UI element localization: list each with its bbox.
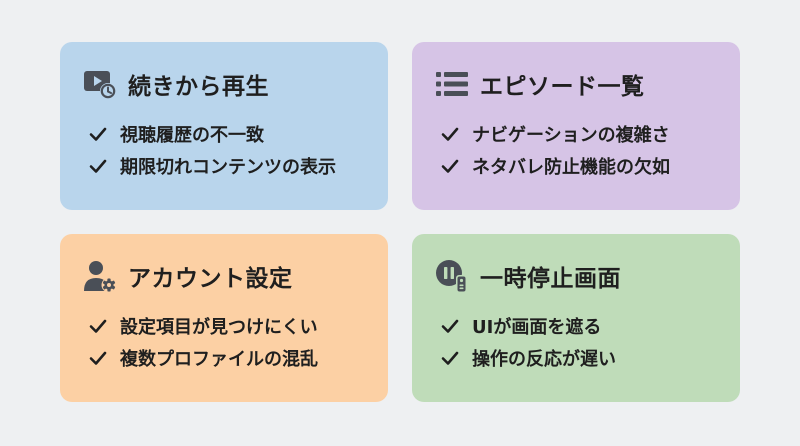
list-item: 期限切れコンテンツの表示: [88, 150, 388, 182]
issue-list: 設定項目が見つけにくい 複数プロファイルの混乱: [82, 310, 388, 374]
check-icon: [441, 351, 459, 365]
list-item: 視聴履歴の不一致: [88, 118, 388, 150]
list-item: UIが画面を遮る: [440, 310, 740, 342]
list-item: 設定項目が見つけにくい: [88, 310, 388, 342]
card-account-settings: アカウント設定 設定項目が見つけにくい 複数プロファイルの混乱: [60, 234, 388, 402]
play-history-icon: [82, 66, 118, 102]
check-icon: [441, 319, 459, 333]
card-title: アカウント設定: [128, 266, 293, 292]
issue-text: 操作の反応が遅い: [472, 349, 616, 370]
issue-text: 複数プロファイルの混乱: [120, 349, 318, 370]
pause-remote-icon: [434, 258, 470, 294]
user-settings-icon: [82, 258, 118, 294]
issue-text: 視聴履歴の不一致: [120, 125, 264, 146]
card-continue-watching: 続きから再生 視聴履歴の不一致 期限切れコンテンツの表示: [60, 42, 388, 210]
check-icon: [441, 127, 459, 141]
issue-text: 期限切れコンテンツの表示: [120, 157, 336, 178]
check-icon: [89, 127, 107, 141]
list-item: ネタバレ防止機能の欠如: [440, 150, 740, 182]
list-item: 複数プロファイルの混乱: [88, 342, 388, 374]
issue-text: ネタバレ防止機能の欠如: [472, 157, 670, 178]
issue-list: 視聴履歴の不一致 期限切れコンテンツの表示: [82, 118, 388, 182]
issue-text: ナビゲーションの複雑さ: [472, 125, 670, 146]
card-title: 続きから再生: [128, 74, 269, 100]
issue-text: 設定項目が見つけにくい: [120, 317, 318, 338]
issue-list: UIが画面を遮る 操作の反応が遅い: [434, 310, 740, 374]
card-pause-screen: 一時停止画面 UIが画面を遮る 操作の反応が遅い: [412, 234, 740, 402]
card-episode-list: エピソード一覧 ナビゲーションの複雑さ ネタバレ防止機能の欠如: [412, 42, 740, 210]
check-icon: [89, 319, 107, 333]
issue-list: ナビゲーションの複雑さ ネタバレ防止機能の欠如: [434, 118, 740, 182]
card-title: 一時停止画面: [480, 266, 621, 292]
check-icon: [89, 351, 107, 365]
card-header: 続きから再生: [82, 64, 388, 104]
issue-text: UIが画面を遮る: [472, 317, 602, 338]
list-item: ナビゲーションの複雑さ: [440, 118, 740, 150]
card-header: エピソード一覧: [434, 64, 740, 104]
card-header: 一時停止画面: [434, 256, 740, 296]
card-title: エピソード一覧: [480, 74, 645, 100]
list-item: 操作の反応が遅い: [440, 342, 740, 374]
list-icon: [434, 66, 470, 102]
check-icon: [89, 159, 107, 173]
card-header: アカウント設定: [82, 256, 388, 296]
check-icon: [441, 159, 459, 173]
